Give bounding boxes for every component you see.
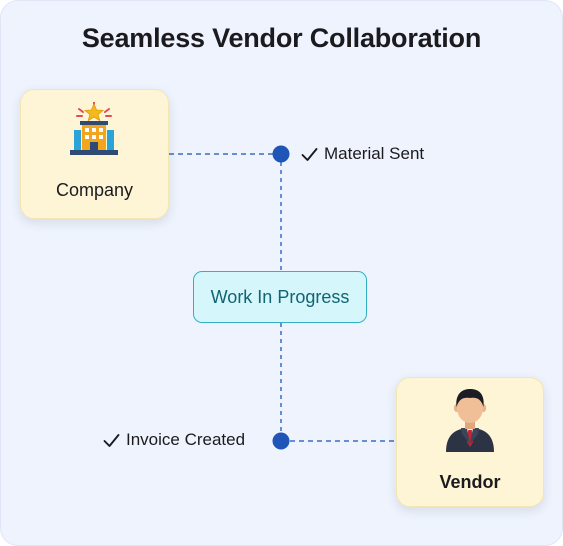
step-material-sent: Material Sent <box>301 142 424 166</box>
company-label: Company <box>55 180 134 200</box>
vendor-label: Vendor <box>439 472 501 492</box>
businessman-icon <box>446 389 494 452</box>
diagram-title: Seamless Vendor Collaboration <box>81 23 482 53</box>
check-icon <box>301 147 318 161</box>
step-invoice-created: Invoice Created <box>103 428 245 452</box>
vendor-node: Vendor <box>396 377 544 507</box>
status-badge: Work In Progress <box>193 271 367 323</box>
office-building-icon <box>70 102 118 155</box>
milestone-dot-invoice-created <box>272 432 290 450</box>
check-icon <box>103 433 120 447</box>
milestone-dot-material-sent <box>272 145 290 163</box>
step-label: Material Sent <box>324 144 425 163</box>
company-node: Company <box>20 89 169 219</box>
step-label: Invoice Created <box>126 430 246 449</box>
